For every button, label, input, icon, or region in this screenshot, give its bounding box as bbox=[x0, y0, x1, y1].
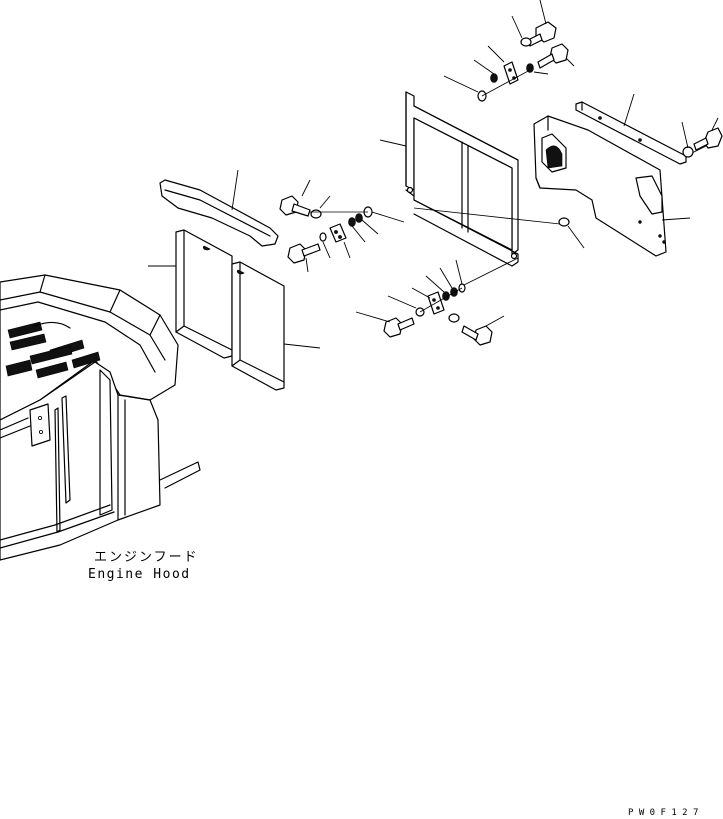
engine-hood bbox=[0, 274, 201, 561]
fastener-group-middle bbox=[279, 179, 405, 273]
cover-plate bbox=[533, 115, 691, 257]
bolt-6 bbox=[355, 311, 415, 338]
hood-grille bbox=[5, 321, 101, 379]
fastener-group-lower bbox=[355, 259, 505, 346]
insulation-pad-right bbox=[231, 261, 321, 391]
seal-strip bbox=[159, 169, 279, 247]
bolt-7 bbox=[461, 315, 505, 346]
frame-panel bbox=[379, 91, 561, 287]
drawing-code: P W 0 F 1 2 7 bbox=[628, 808, 698, 818]
bolt-4 bbox=[537, 43, 575, 69]
engine-hood-label-jp: エンジンフード bbox=[94, 550, 199, 565]
bolt-5 bbox=[693, 117, 723, 151]
bolt-2 bbox=[287, 243, 321, 273]
angle-bar bbox=[575, 93, 707, 165]
bolt-1 bbox=[279, 179, 311, 217]
engine-hood-label-en: Engine Hood bbox=[88, 567, 191, 582]
fastener-group-top bbox=[443, 0, 723, 158]
bolt-3 bbox=[527, 0, 557, 47]
